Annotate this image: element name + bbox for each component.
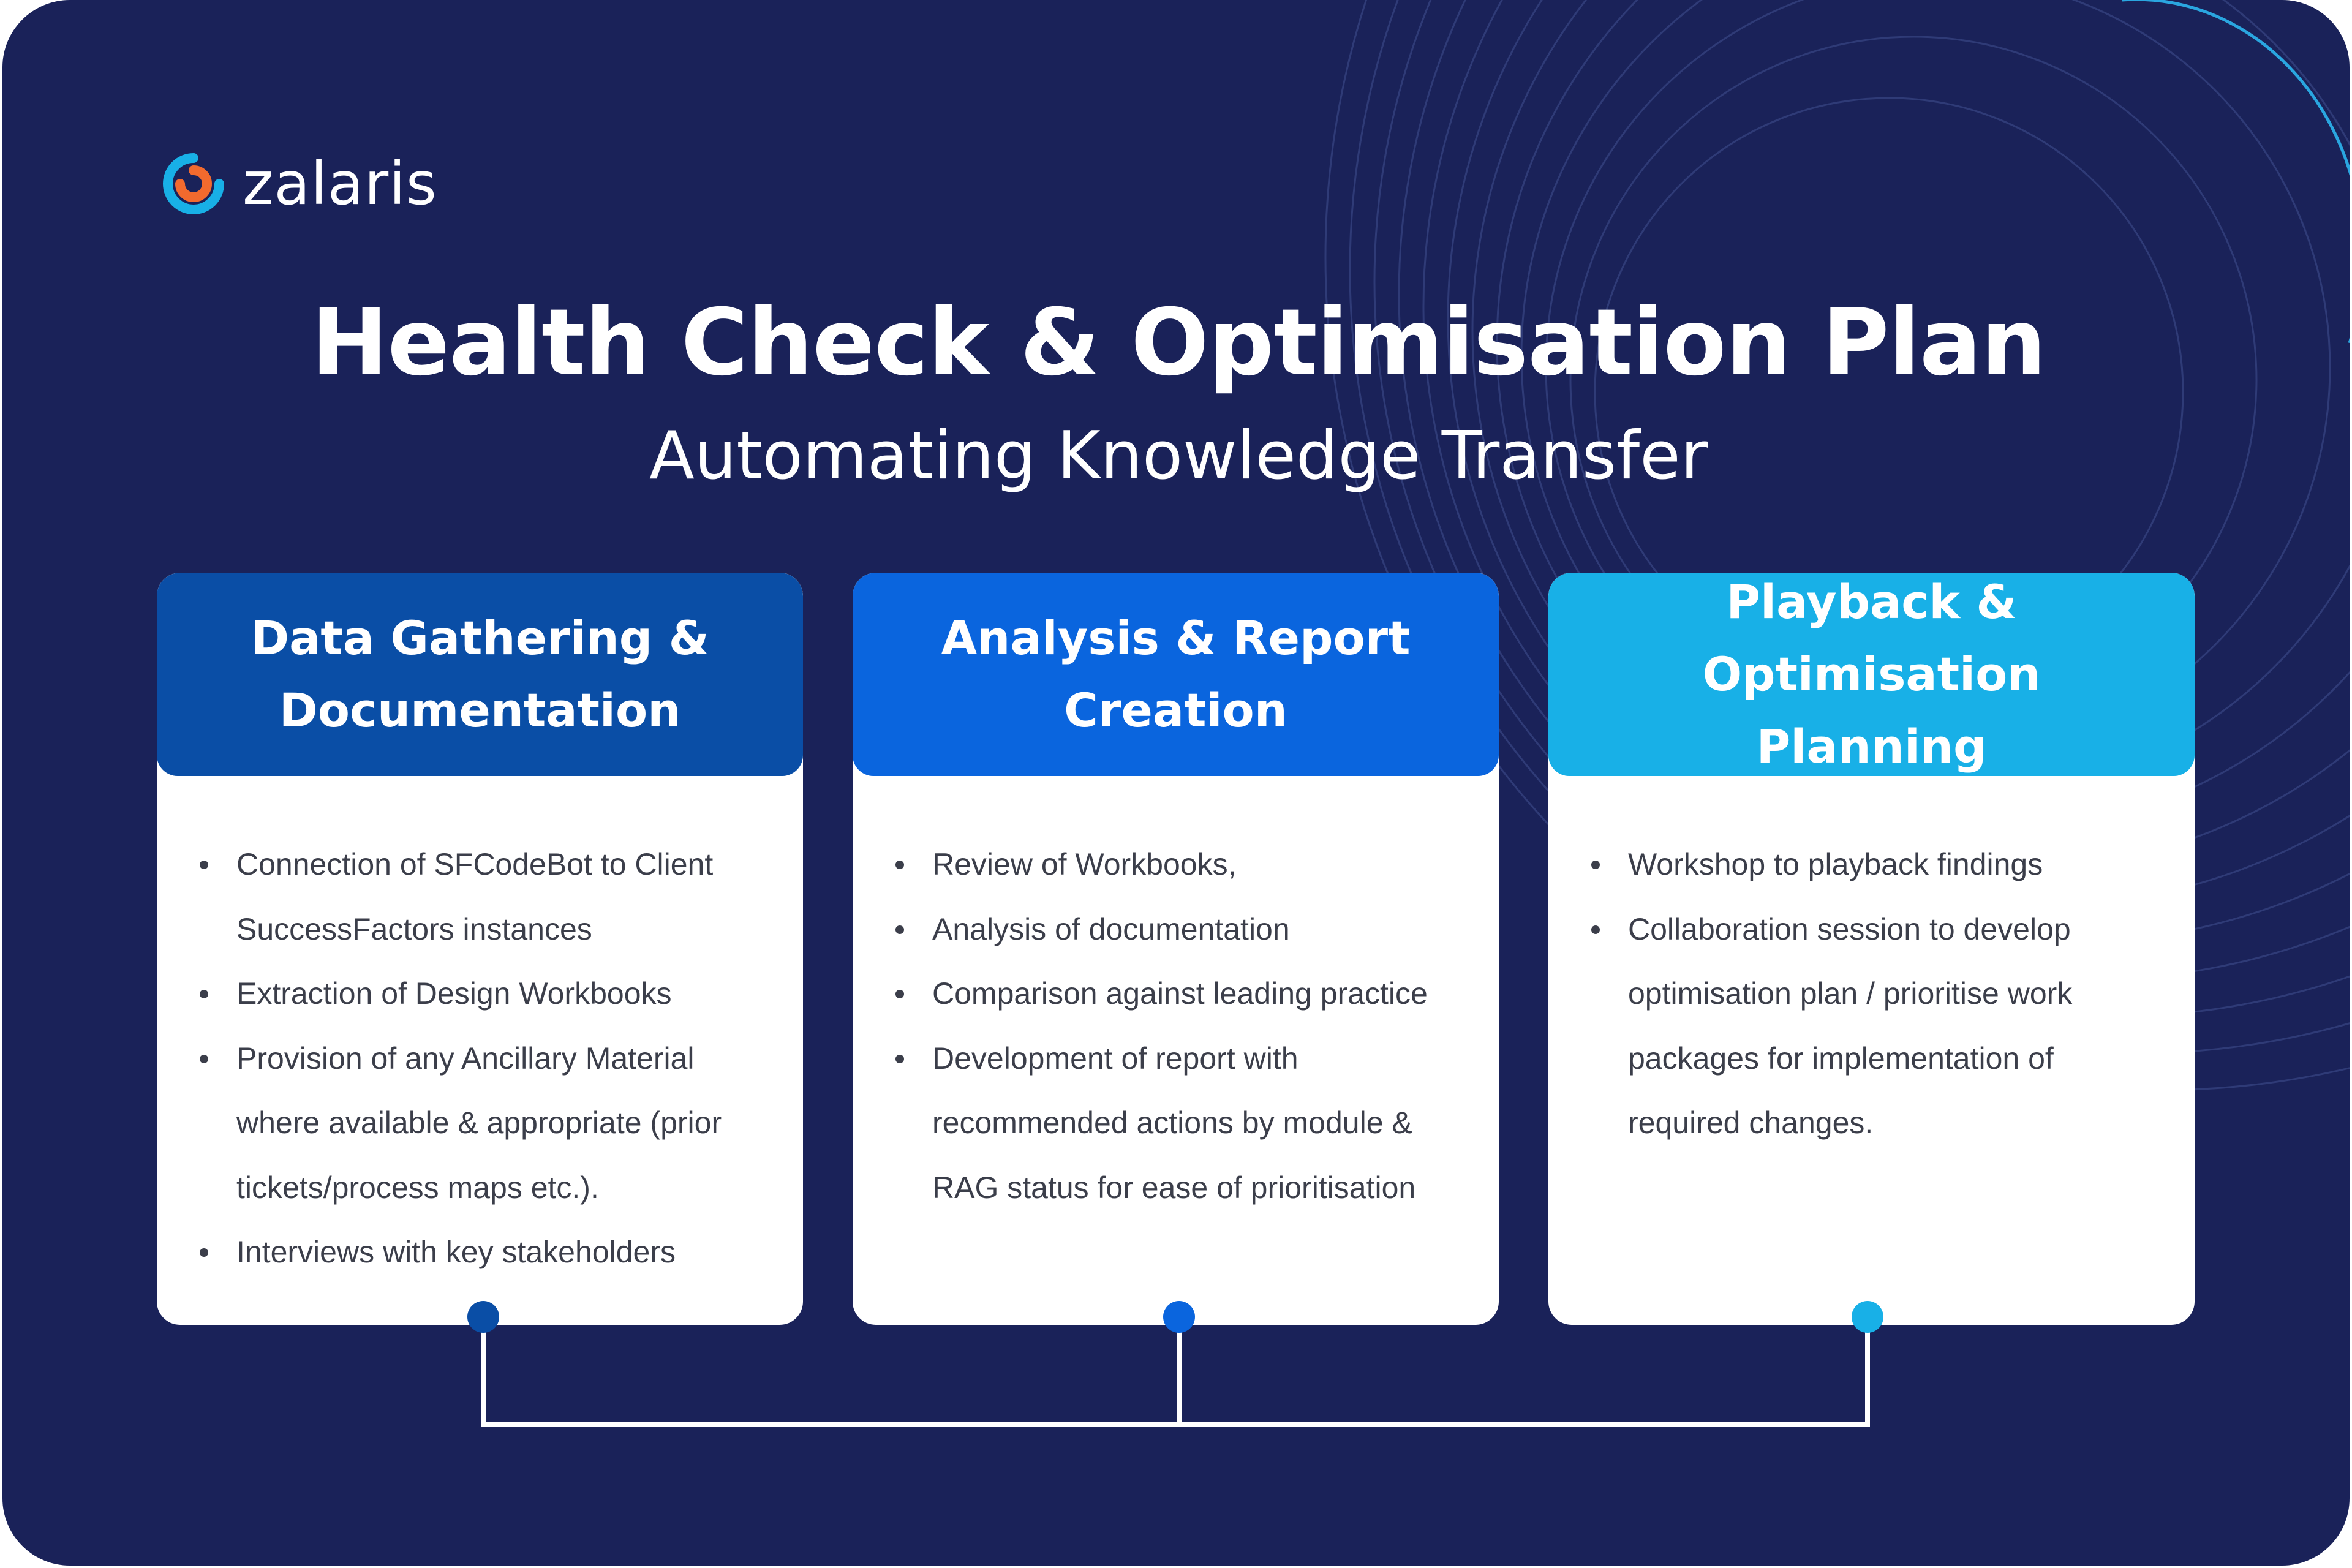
brand-name: zalaris [243, 154, 437, 213]
list-item-line: Provision of any Ancillary Material [236, 1027, 772, 1091]
list-item-line: Development of report with [932, 1027, 1468, 1091]
list-item: Collaboration session to develop optimis… [1588, 897, 2164, 1156]
card-data-gathering: Data Gathering & Documentation Connectio… [157, 573, 803, 1325]
card-heading-line: Creation [941, 674, 1410, 747]
list-item-line: tickets/process maps etc.). [236, 1156, 772, 1221]
list-item-line: Collaboration session to develop [1628, 897, 2164, 962]
list-item-line: where available & appropriate (prior [236, 1091, 772, 1156]
list-item-line: Connection of SFCodeBot to Client [236, 832, 772, 897]
list-item-line: Review of Workbooks, [932, 832, 1468, 897]
list-item-line: SuccessFactors instances [236, 897, 772, 962]
list-item: Development of report with recommended a… [892, 1027, 1468, 1221]
card-heading-line: Analysis & Report [941, 602, 1410, 674]
bullet-list: Review of Workbooks, Analysis of documen… [853, 776, 1499, 1220]
card-heading-line: Playback & Optimisation [1563, 573, 2180, 710]
list-item: Review of Workbooks, [892, 832, 1468, 897]
card-heading-line: Planning [1563, 710, 2180, 783]
card-heading: Data Gathering & Documentation [157, 573, 803, 776]
list-item-line: recommended actions by module & [932, 1091, 1468, 1156]
list-item: Extraction of Design Workbooks [197, 962, 772, 1027]
list-item-line: RAG status for ease of prioritisation [932, 1156, 1468, 1221]
list-item-line: optimisation plan / prioritise work [1628, 962, 2164, 1027]
list-item: Connection of SFCodeBot to Client Succes… [197, 832, 772, 962]
list-item-line: required changes. [1628, 1091, 2164, 1156]
zalaris-logo: zalaris [163, 153, 437, 214]
list-item-line: Interviews with key stakeholders [236, 1220, 772, 1285]
card-heading-line: Documentation [251, 674, 709, 747]
list-item: Provision of any Ancillary Material wher… [197, 1027, 772, 1221]
bullet-list: Connection of SFCodeBot to Client Succes… [157, 776, 803, 1285]
zalaris-logo-icon [163, 153, 224, 214]
card-heading: Analysis & Report Creation [853, 573, 1499, 776]
bullet-list: Workshop to playback findings Collaborat… [1548, 776, 2195, 1156]
list-item: Workshop to playback findings [1588, 832, 2164, 897]
list-item-line: Comparison against leading practice [932, 962, 1468, 1027]
list-item-line: packages for implementation of [1628, 1027, 2164, 1091]
list-item-line: Analysis of documentation [932, 897, 1468, 962]
list-item-line: Workshop to playback findings [1628, 832, 2164, 897]
page-subtitle: Automating Knowledge Transfer [2, 417, 2350, 496]
list-item: Analysis of documentation [892, 897, 1468, 962]
card-analysis-report: Analysis & Report Creation Review of Wor… [853, 573, 1499, 1325]
card-heading: Playback & Optimisation Planning [1548, 573, 2195, 776]
card-heading-line: Data Gathering & [251, 602, 709, 674]
list-item: Comparison against leading practice [892, 962, 1468, 1027]
card-playback-planning: Playback & Optimisation Planning Worksho… [1548, 573, 2195, 1325]
list-item-line: Extraction of Design Workbooks [236, 962, 772, 1027]
list-item: Interviews with key stakeholders [197, 1220, 772, 1285]
page-title: Health Check & Optimisation Plan [2, 288, 2350, 398]
